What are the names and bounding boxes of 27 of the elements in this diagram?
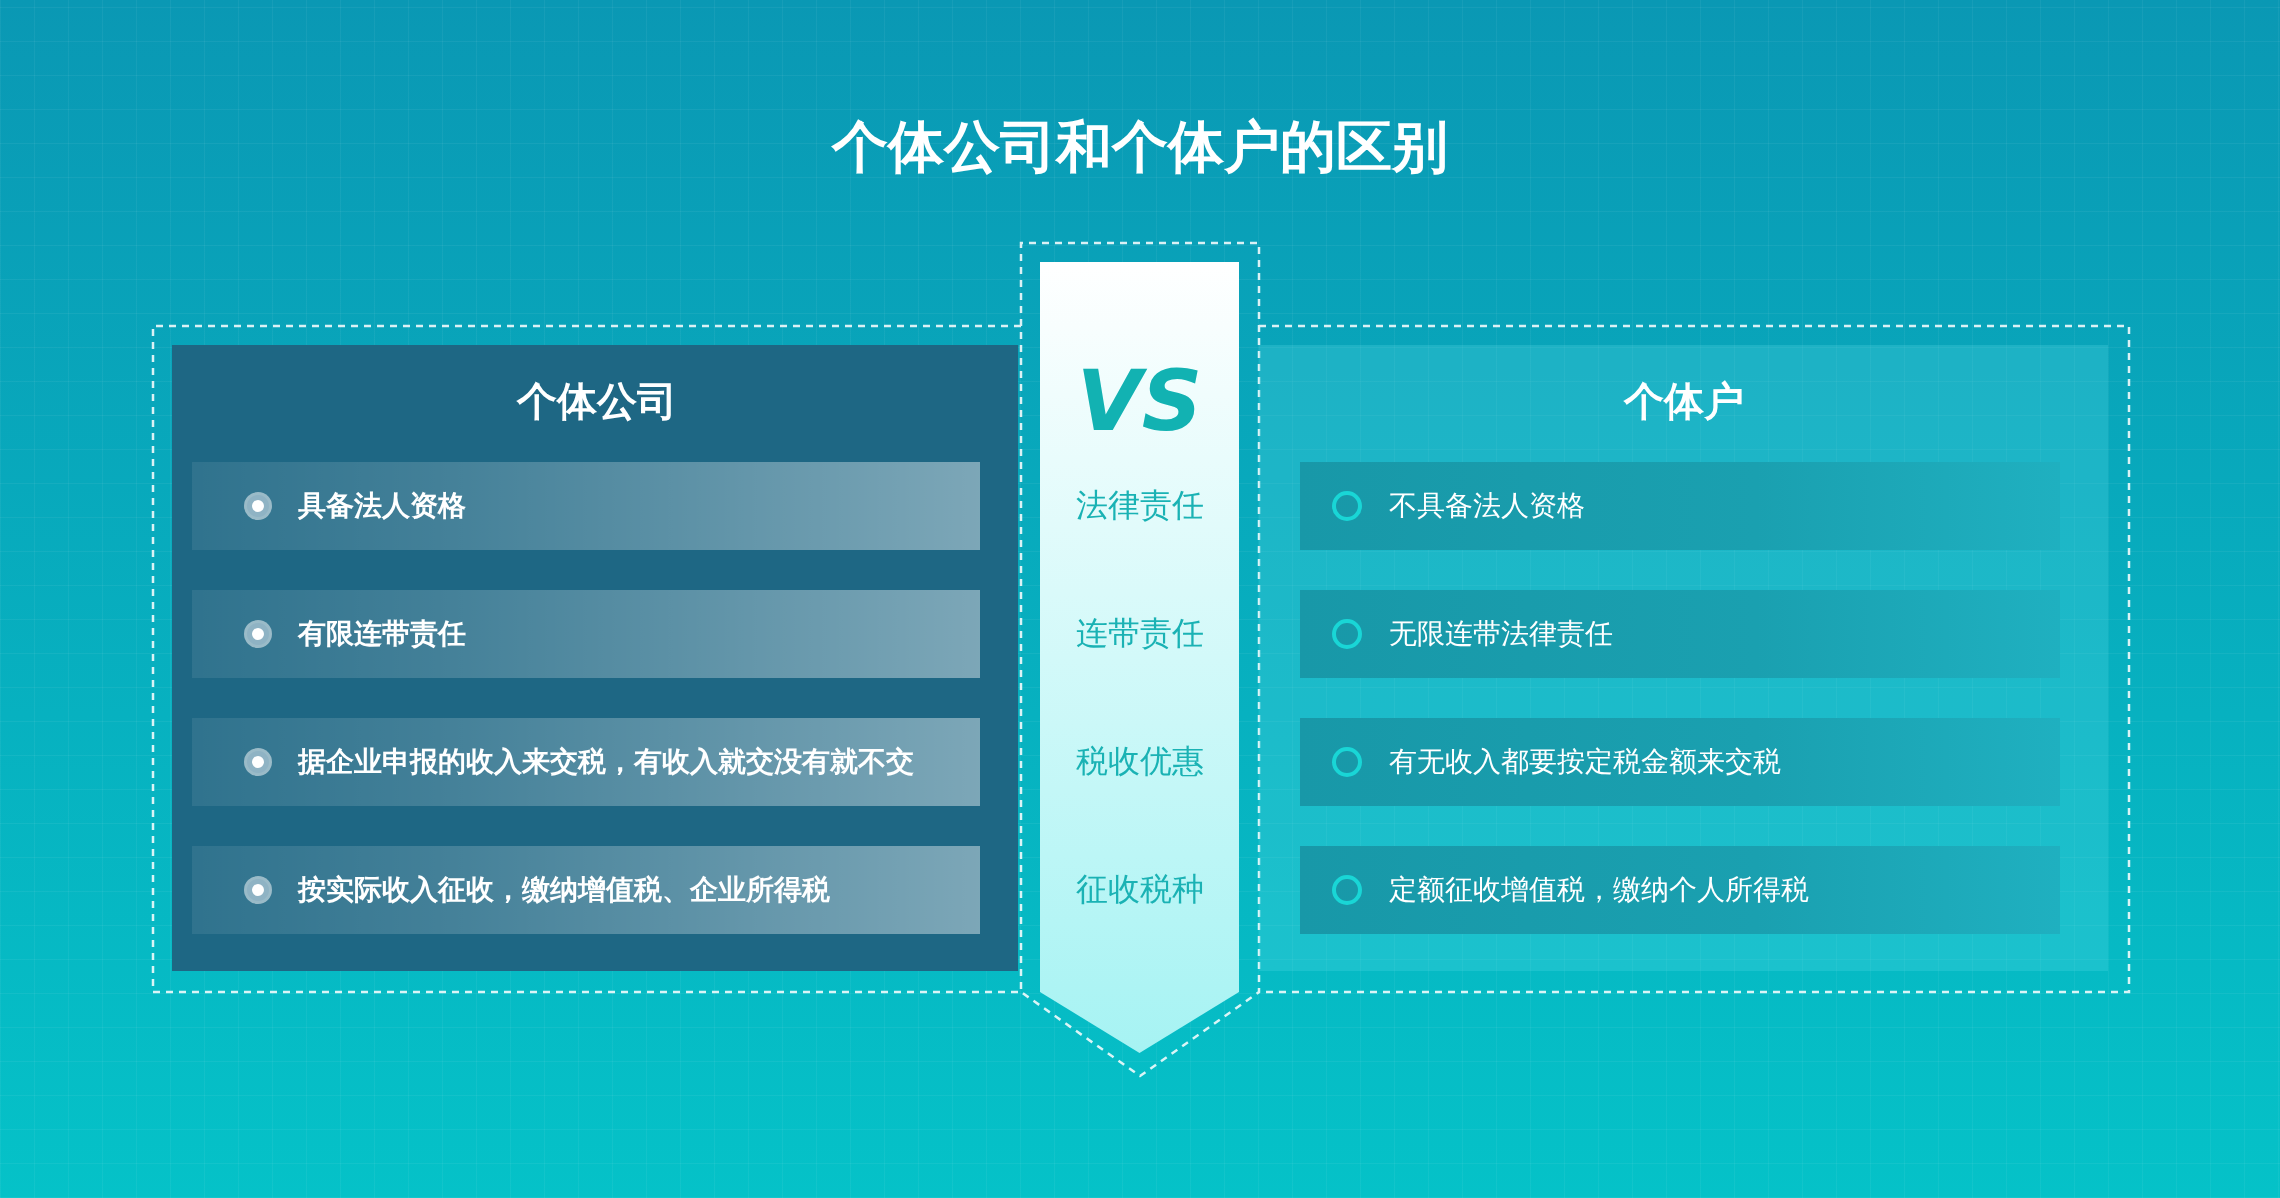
item-text: 有限连带责任 xyxy=(298,616,466,652)
comparison-panel xyxy=(1259,345,2108,971)
item-bar xyxy=(192,846,980,934)
item-bar xyxy=(1300,846,2060,934)
item-bar xyxy=(192,590,980,678)
category-label: 法律责任 xyxy=(1075,485,1204,526)
item-bar xyxy=(192,718,980,806)
panel-heading: 个体公司 xyxy=(517,376,677,426)
item-text: 据企业申报的收入来交税，有收入就交没有就不交 xyxy=(298,744,914,780)
panel-heading: 个体户 xyxy=(1624,376,1744,426)
category-label: 连带责任 xyxy=(1075,613,1204,654)
comparison-panel xyxy=(172,345,1018,971)
arrow-banner xyxy=(1040,262,1239,1053)
item-text: 按实际收入征收，缴纳增值税、企业所得税 xyxy=(298,872,830,908)
item-bar xyxy=(1300,590,2060,678)
category-label: 税收优惠 xyxy=(1075,741,1204,782)
item-text: 不具备法人资格 xyxy=(1389,488,1585,524)
item-text: 无限连带法律责任 xyxy=(1389,616,1613,652)
title: 个体公司和个体户的区别 xyxy=(832,113,1448,181)
item-text: 具备法人资格 xyxy=(298,488,466,524)
item-text: 有无收入都要按定税金额来交税 xyxy=(1389,744,1781,780)
item-bar xyxy=(1300,718,2060,806)
category-label: 征收税种 xyxy=(1075,869,1204,910)
vs-text: VS xyxy=(1076,352,1203,450)
item-text: 定额征收增值税，缴纳个人所得税 xyxy=(1389,872,1809,908)
item-bar xyxy=(192,462,980,550)
item-bar xyxy=(1300,462,2060,550)
